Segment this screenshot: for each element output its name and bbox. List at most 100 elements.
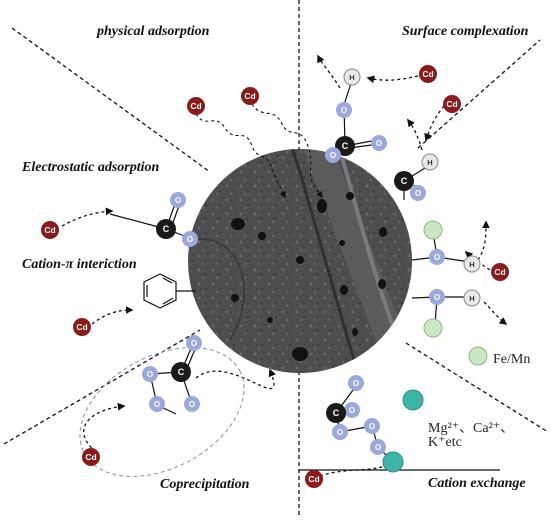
coprecipitation-ellipse bbox=[79, 347, 245, 477]
pore bbox=[379, 227, 387, 237]
pore bbox=[292, 347, 308, 361]
cadmium-ion: Cd bbox=[41, 221, 59, 239]
legend-ions-line1: Mg²⁺、Ca²⁺、 bbox=[428, 421, 515, 436]
cadmium-ion: Cd bbox=[443, 95, 461, 113]
legend-femn-label: Fe/Mn bbox=[493, 352, 531, 367]
hydrogen-atom-label: H bbox=[469, 260, 474, 269]
oxygen-atom: O bbox=[184, 396, 200, 412]
cadmium-ion-label: Cd bbox=[44, 225, 55, 235]
oxygen-atom: O bbox=[336, 102, 352, 118]
pore bbox=[378, 279, 386, 289]
label-cation-exchange: Cation exchange bbox=[428, 476, 526, 491]
oxygen-atom-label: O bbox=[415, 189, 421, 198]
cadmium-ion: Cd bbox=[187, 97, 205, 115]
oxygen-atom-label: O bbox=[191, 339, 197, 348]
oxygen-atom: O bbox=[142, 366, 158, 382]
hydrogen-atom: H bbox=[463, 289, 481, 307]
legend-ions-line2: K⁺etc bbox=[428, 435, 462, 450]
pore bbox=[317, 199, 327, 213]
carbon-atom: C bbox=[394, 171, 414, 191]
oxygen-atom: O bbox=[429, 289, 445, 305]
cadmium-ion-label: Cd bbox=[85, 452, 96, 462]
exchange-ion bbox=[402, 389, 424, 411]
biochar-particle bbox=[188, 149, 412, 373]
oxygen-atom-label: O bbox=[154, 400, 160, 409]
oxygen-atom-label: O bbox=[147, 370, 153, 379]
label-coprecipitation: Coprecipitation bbox=[160, 477, 250, 492]
pore bbox=[258, 232, 266, 240]
oxygen-atom-label: O bbox=[337, 428, 343, 437]
oxygen-atom: O bbox=[371, 135, 387, 151]
cadmium-ion-label: Cd bbox=[422, 69, 433, 79]
femn-atom bbox=[468, 346, 488, 366]
hydrogen-atom-label: H bbox=[427, 158, 432, 167]
oxygen-atom-label: O bbox=[376, 139, 382, 148]
carbon-atom-label: C bbox=[178, 367, 185, 377]
oxygen-atom-label: O bbox=[349, 406, 355, 415]
cadmium-ion-label: Cd bbox=[76, 322, 87, 332]
oxygen-atom-label: O bbox=[369, 422, 375, 431]
cadmium-ion: Cd bbox=[419, 65, 437, 83]
oxygen-atom-label: O bbox=[434, 253, 440, 262]
benzene-ring bbox=[143, 273, 196, 309]
carbon-atom: C bbox=[171, 362, 191, 382]
oxygen-atom: O bbox=[348, 375, 364, 391]
pore bbox=[352, 328, 358, 336]
divider-bottom-left bbox=[3, 329, 201, 445]
oxygen-atom-label: O bbox=[189, 400, 195, 409]
pore bbox=[339, 240, 345, 246]
oxygen-atom: O bbox=[344, 402, 360, 418]
divider-top-right bbox=[417, 39, 541, 149]
pore bbox=[340, 285, 348, 295]
oxygen-atom: O bbox=[186, 335, 202, 351]
cadmium-ion: Cd bbox=[82, 448, 100, 466]
hydrogen-atom: H bbox=[463, 255, 481, 273]
oxygen-atom: O bbox=[170, 192, 186, 208]
exchange-ion bbox=[382, 451, 404, 473]
cadmium-ion: Cd bbox=[241, 87, 259, 105]
pore bbox=[231, 294, 239, 302]
femn-atom bbox=[423, 220, 443, 240]
label-electrostatic-adsorption: Electrostatic adsorption bbox=[22, 160, 160, 175]
oxygen-atom: O bbox=[364, 418, 380, 434]
hydrogen-atom-label: H bbox=[349, 73, 354, 82]
carbon-atom-label: C bbox=[163, 224, 170, 234]
cadmium-ion-label: Cd bbox=[244, 91, 255, 101]
oxygen-atom-label: O bbox=[175, 196, 181, 205]
carbon-atom-label: C bbox=[401, 176, 408, 186]
oxygen-atom: O bbox=[149, 396, 165, 412]
oxygen-atom: O bbox=[370, 439, 386, 455]
label-surface-complexation: Surface complexation bbox=[402, 24, 529, 39]
pore bbox=[296, 256, 304, 264]
hydrogen-atom-label: H bbox=[469, 294, 474, 303]
oxygen-atom-label: O bbox=[187, 235, 193, 244]
oxygen-atom: O bbox=[410, 185, 426, 201]
oxygen-atom-label: O bbox=[341, 106, 347, 115]
diffusion-paths bbox=[195, 103, 323, 199]
cadmium-ion-label: Cd bbox=[308, 474, 319, 484]
oxygen-atom: O bbox=[429, 249, 445, 265]
cadmium-ion: Cd bbox=[491, 263, 509, 281]
oxygen-atom-label: O bbox=[375, 443, 381, 452]
label-physical-adsorption: physical adsorption bbox=[97, 24, 210, 39]
label-cation-pi-interaction: Cation-π interiction bbox=[22, 257, 137, 272]
oxygen-atom-label: O bbox=[330, 151, 336, 160]
oxygen-atom: O bbox=[332, 424, 348, 440]
cadmium-ion-label: Cd bbox=[494, 267, 505, 277]
carbon-atom: C bbox=[326, 403, 346, 423]
pore bbox=[231, 218, 245, 230]
hydrogen-atom: H bbox=[421, 153, 439, 171]
cadmium-ion-label: Cd bbox=[190, 101, 201, 111]
cadmium-ion: Cd bbox=[73, 318, 91, 336]
carbon-atom: C bbox=[156, 219, 176, 239]
carbon-atom: C bbox=[335, 136, 355, 156]
oxygen-atom-label: O bbox=[353, 379, 359, 388]
cadmium-ion: Cd bbox=[305, 470, 323, 488]
cadmium-ion-label: Cd bbox=[446, 99, 457, 109]
divider-top-left bbox=[11, 27, 211, 173]
femn-atom bbox=[423, 318, 443, 338]
oxygen-atom: O bbox=[325, 147, 341, 163]
pore bbox=[267, 317, 273, 323]
